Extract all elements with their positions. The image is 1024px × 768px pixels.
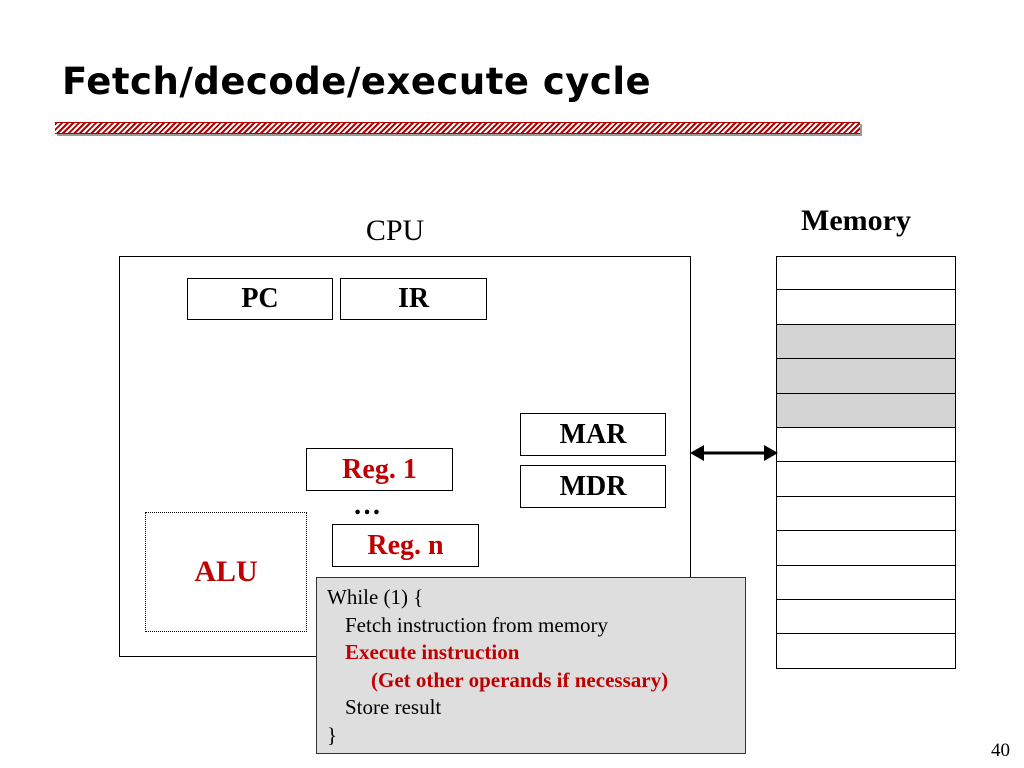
memory-cell — [776, 359, 956, 394]
memory-column — [776, 256, 956, 669]
pseudocode-box: While (1) { Fetch instruction from memor… — [316, 577, 746, 754]
cpu-label: CPU — [365, 214, 425, 247]
code-line-store: Store result — [345, 695, 442, 719]
code-line-operands: (Get other operands if necessary) — [371, 667, 669, 692]
page-number: 40 — [991, 740, 1010, 761]
pc-register: PC — [187, 278, 333, 320]
ir-register: IR — [340, 278, 487, 320]
mar-register: MAR — [520, 413, 666, 456]
memory-label: Memory — [801, 204, 911, 237]
memory-cell — [776, 599, 956, 635]
memory-cell — [776, 565, 956, 600]
memory-cell — [776, 324, 956, 360]
bus-arrow-icon — [690, 445, 778, 461]
register-ellipsis: … — [353, 490, 381, 521]
memory-cell — [776, 496, 956, 532]
memory-cell — [776, 634, 956, 669]
memory-cell — [776, 531, 956, 566]
code-line-close: } — [327, 722, 338, 747]
title-underline — [55, 122, 860, 134]
memory-cell — [776, 256, 956, 291]
memory-cell — [776, 393, 956, 428]
memory-cell — [776, 427, 956, 463]
code-line-execute: Execute instruction — [345, 640, 520, 664]
slide-title: Fetch/decode/execute cycle — [62, 60, 652, 103]
reg1-register: Reg. 1 — [306, 448, 453, 491]
mdr-register: MDR — [520, 465, 666, 508]
regn-register: Reg. n — [332, 524, 479, 567]
memory-cell — [776, 462, 956, 497]
memory-cell — [776, 290, 956, 325]
code-line-fetch: Fetch instruction from memory — [345, 612, 609, 637]
code-line-while: While (1) { — [327, 585, 424, 609]
alu-box: ALU — [145, 512, 307, 632]
